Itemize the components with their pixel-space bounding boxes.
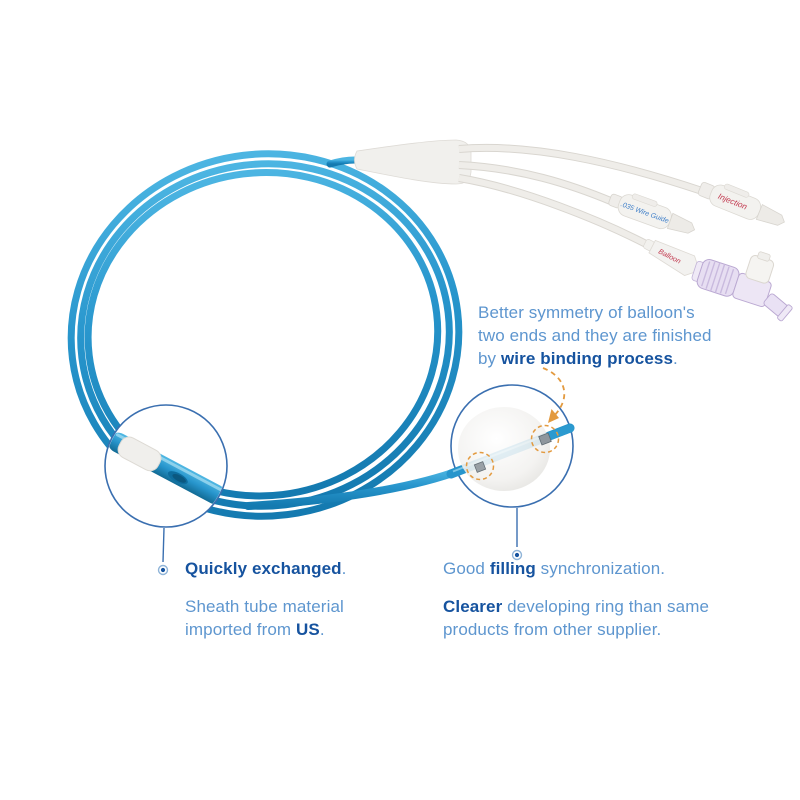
text-segment: . — [341, 559, 347, 578]
balloon-tube — [458, 175, 650, 248]
text-segment-bold: wire binding process — [500, 349, 674, 368]
annotation-line: by wire binding process. — [478, 347, 712, 370]
text-segment: imported from — [185, 620, 296, 639]
text-segment-bold: Clearer — [443, 597, 503, 616]
annotation-line: two ends and they are finished — [478, 324, 712, 347]
wire-binding-proximal — [473, 461, 487, 473]
annotation-line: products from other supplier. — [443, 618, 709, 641]
extension-tubes — [458, 143, 704, 249]
wire-guide-tube — [458, 162, 615, 205]
sheath-segment — [117, 436, 162, 472]
annotation-line: Better symmetry of balloon's — [478, 301, 712, 324]
wire-guide-connector: .035 Wire Guide — [608, 193, 696, 234]
annotation-quick-exchange-title: Quickly exchanged. — [185, 557, 346, 580]
binding-highlight-circle — [530, 424, 560, 454]
text-segment: . — [319, 620, 325, 639]
text-segment: synchronization. — [535, 559, 666, 578]
balloon-connector: Balloon — [643, 239, 699, 276]
annotation-developing-ring: Clearer developing ring than same produc… — [443, 595, 709, 641]
catheter-distal-shaft — [244, 466, 465, 510]
text-segment: Good — [443, 559, 490, 578]
text-segment-bold: Quickly exchanged — [185, 559, 342, 578]
magnifier-tip-detail — [104, 404, 228, 528]
wire-binding-distal — [538, 432, 552, 446]
text-segment: two ends and they are finished — [478, 326, 712, 345]
text-segment-bold: US — [296, 620, 320, 639]
annotation-line: Clearer developing ring than same — [443, 595, 709, 618]
callout-right — [511, 508, 523, 561]
injection-connector: Injection — [697, 182, 785, 226]
text-segment: by — [478, 349, 501, 368]
text-segment: products from other supplier. — [443, 620, 662, 639]
annotation-quick-exchange-body: Sheath tube material imported from US. — [185, 595, 344, 641]
annotation-filling-sync: Good filling synchronization. — [443, 557, 665, 580]
magnifier-balloon-detail — [446, 384, 575, 508]
stopcock — [691, 251, 793, 322]
annotation-arrow — [542, 367, 566, 423]
hub-body — [354, 139, 472, 185]
text-segment: developing ring than same — [502, 597, 710, 616]
annotation-line: imported from US. — [185, 618, 344, 641]
text-segment: Better symmetry of balloon's — [478, 303, 695, 322]
annotation-line: Sheath tube material — [185, 595, 344, 618]
annotation-balloon-symmetry: Better symmetry of balloon's two ends an… — [478, 301, 712, 370]
callout-left — [157, 527, 169, 576]
injection-tube — [458, 144, 703, 194]
binding-highlight-circle — [465, 451, 495, 481]
balloon-tip — [544, 424, 574, 441]
text-segment: . — [673, 349, 678, 368]
text-segment: Sheath tube material — [185, 597, 344, 616]
text-segment-bold: filling — [489, 559, 536, 578]
